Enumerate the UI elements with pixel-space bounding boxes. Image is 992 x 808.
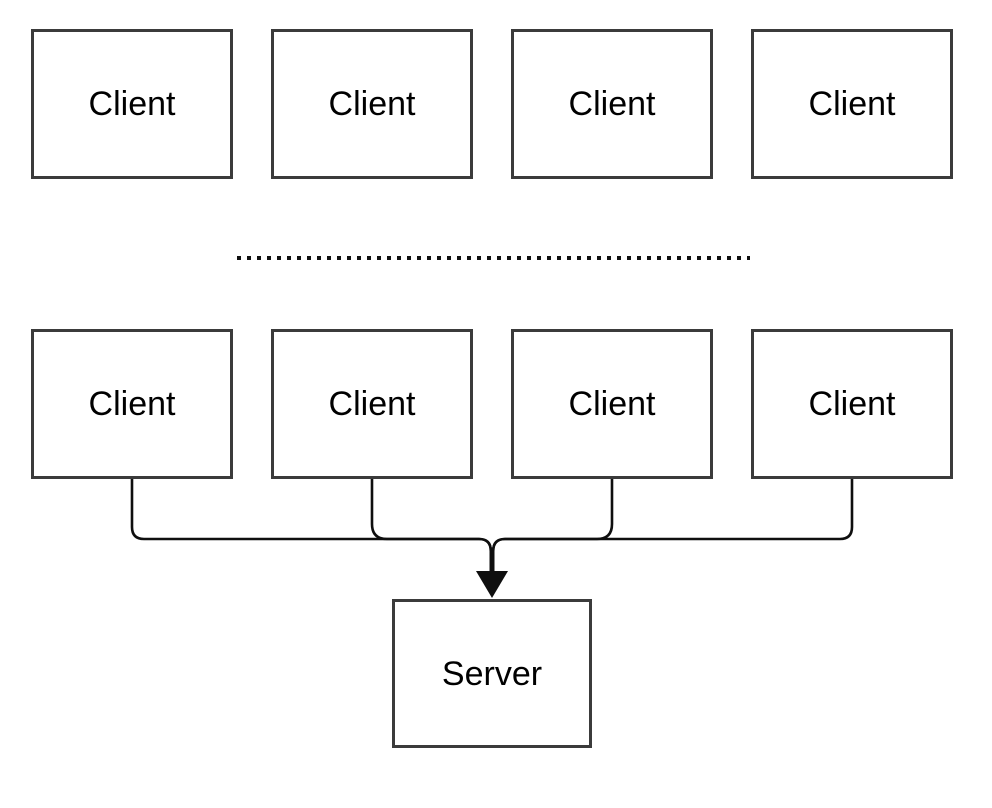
client-label: Client: [328, 85, 416, 123]
client-node-bottom-2: Client: [271, 329, 473, 479]
client-label: Client: [808, 85, 896, 123]
client-label: Client: [568, 85, 656, 123]
connector-edge-client3-server: [491, 478, 614, 576]
client-node-top-3: Client: [511, 29, 713, 179]
client-label: Client: [808, 385, 896, 423]
connector-edge-client4-server: [491, 478, 854, 576]
client-node-top-1: Client: [31, 29, 233, 179]
client-node-bottom-3: Client: [511, 329, 713, 479]
server-node: Server: [392, 599, 592, 748]
client-label: Client: [568, 385, 656, 423]
client-node-top-2: Client: [271, 29, 473, 179]
client-label: Client: [328, 385, 416, 423]
client-label: Client: [88, 385, 176, 423]
server-label: Server: [441, 654, 543, 693]
client-node-bottom-1: Client: [31, 329, 233, 479]
client-label: Client: [88, 85, 176, 123]
arrowhead-icon: [476, 571, 508, 598]
connector-edge-client2-server: [370, 478, 493, 576]
client-node-bottom-4: Client: [751, 329, 953, 479]
connector-edge-client1-server: [130, 478, 493, 576]
client-node-top-4: Client: [751, 29, 953, 179]
